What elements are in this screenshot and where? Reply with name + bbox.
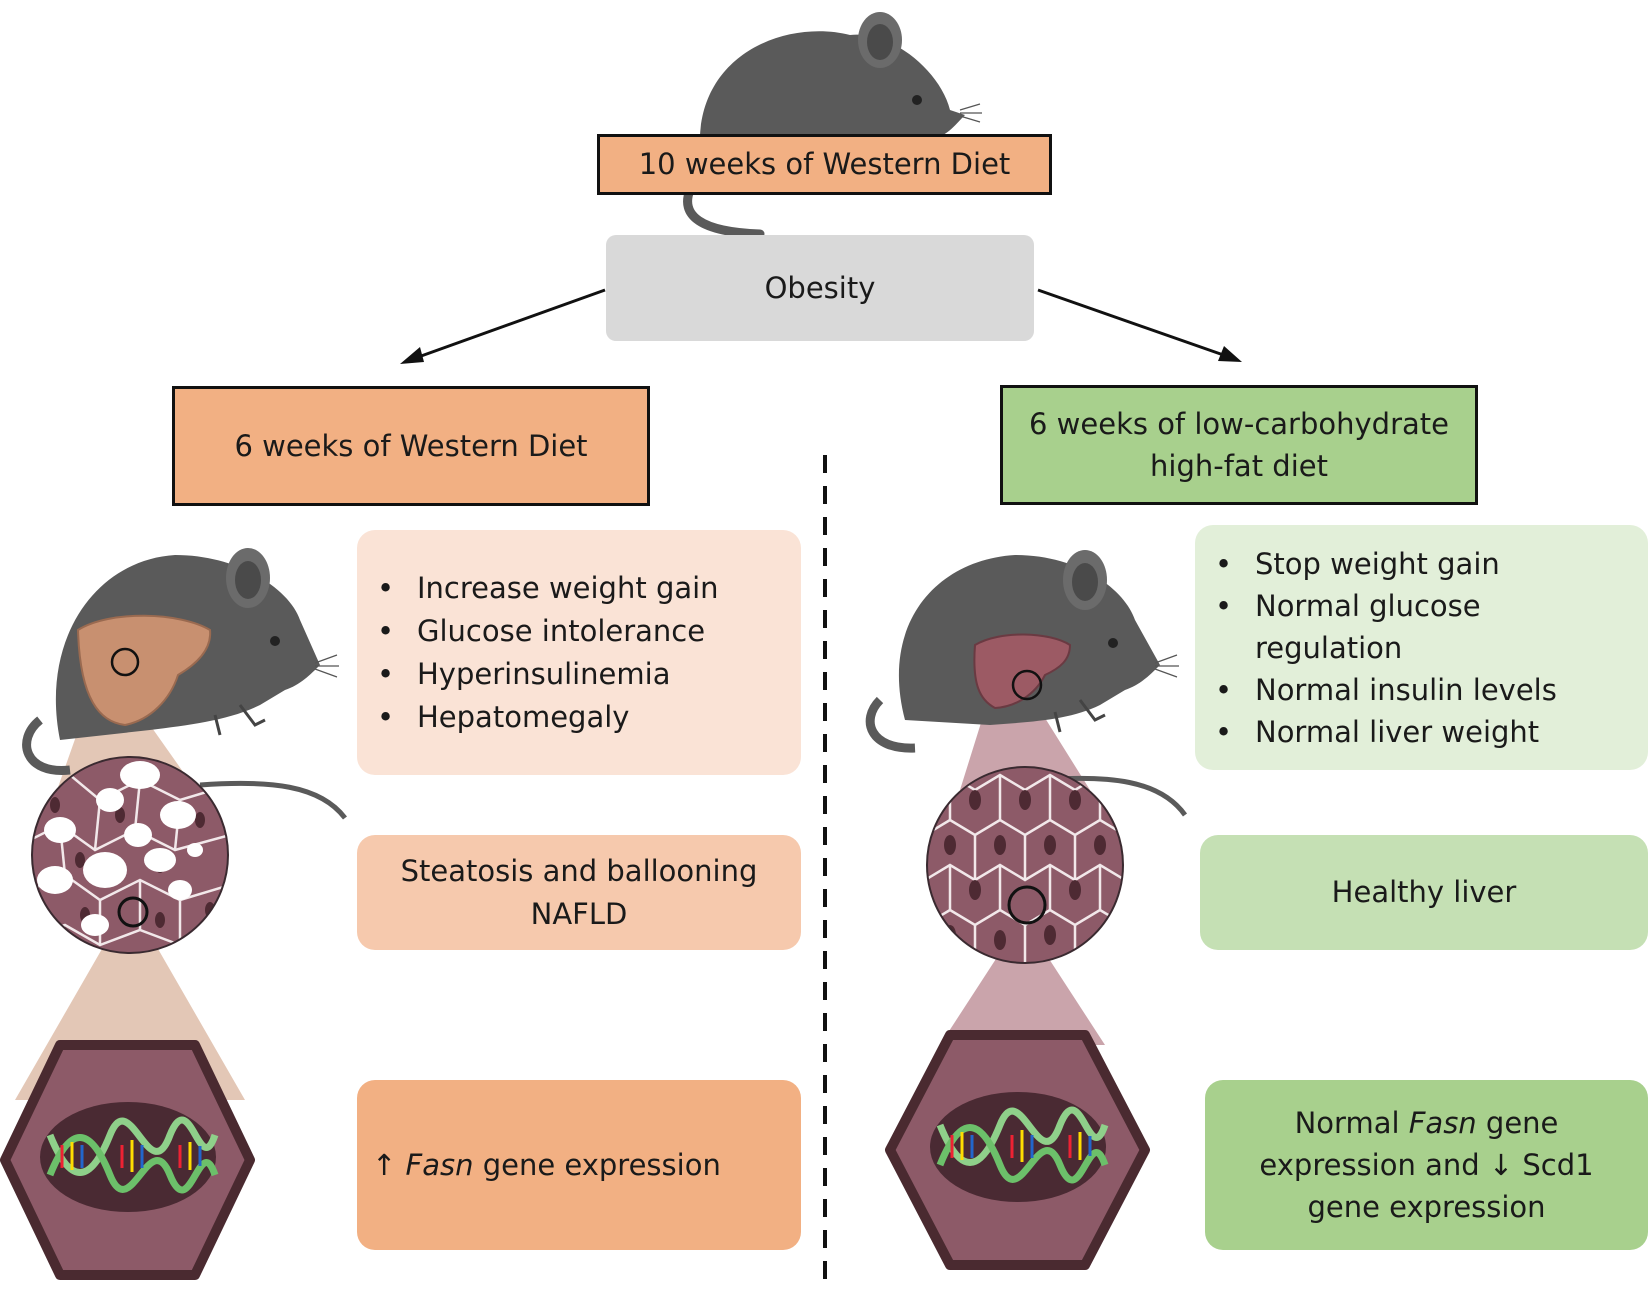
right-effect-item: Normal glucose regulation [1215, 585, 1648, 669]
up-arrow-icon: ↑ [372, 1147, 406, 1182]
right-gene-box: Normal Fasn gene expression and ↓ Scd1 g… [1205, 1080, 1648, 1250]
left-diet-header: 6 weeks of Western Diet [172, 386, 650, 506]
left-gene-text: ↑ Fasn gene expression [372, 1144, 721, 1186]
right-diet-header: 6 weeks of low-carbohydrate high-fat die… [1000, 385, 1478, 505]
right-effects-box: Stop weight gain Normal glucose regulati… [1195, 525, 1648, 770]
obesity-box: Obesity [606, 235, 1034, 341]
obesity-label: Obesity [764, 270, 876, 305]
liver-icon [76, 614, 212, 727]
arrow-icon [400, 288, 1242, 364]
gene-name: Fasn [1408, 1105, 1477, 1140]
right-gene-line2: expression and ↓ Scd1 [1259, 1147, 1594, 1182]
gene-name: Fasn [405, 1147, 474, 1182]
mouse-icon [683, 12, 982, 239]
dna-icon [885, 1030, 1150, 1270]
left-effects-list: Increase weight gain Glucose intolerance… [357, 567, 801, 739]
right-gene-suffix: gene [1476, 1105, 1559, 1140]
left-effect-item: Hepatomegaly [377, 696, 801, 739]
right-gene-line3: gene expression [1307, 1190, 1546, 1225]
right-diet-label-line1: 6 weeks of low-carbohydrate [1029, 406, 1449, 441]
left-histology-line1: Steatosis and ballooning [400, 854, 758, 889]
liver-icon [973, 633, 1072, 710]
right-effect-item: Normal insulin levels [1215, 669, 1648, 711]
right-diet-label-line2: high-fat diet [1150, 449, 1328, 483]
left-effect-item: Increase weight gain [377, 567, 801, 610]
tissue-icon [31, 756, 229, 954]
left-effects-box: Increase weight gain Glucose intolerance… [357, 530, 801, 775]
right-histology-label: Healthy liver [1331, 875, 1517, 910]
top-diet-box: 10 weeks of Western Diet [597, 134, 1052, 195]
left-diet-label: 6 weeks of Western Diet [234, 428, 588, 463]
left-histology-line2: NAFLD [530, 896, 628, 931]
dna-icon [0, 1040, 255, 1280]
right-gene-prefix: Normal [1294, 1105, 1409, 1140]
top-diet-label: 10 weeks of Western Diet [638, 147, 1011, 182]
right-effects-list: Stop weight gain Normal glucose regulati… [1195, 543, 1648, 753]
right-effect-item: Stop weight gain [1215, 543, 1648, 585]
right-effect-text: Normal glucose [1255, 588, 1481, 623]
left-effect-item: Glucose intolerance [377, 610, 801, 653]
left-gene-suffix: gene expression [473, 1147, 721, 1182]
right-histology-box: Healthy liver [1200, 835, 1648, 950]
left-gene-box: ↑ Fasn gene expression [357, 1080, 801, 1250]
left-histology-box: Steatosis and ballooning NAFLD [357, 835, 801, 950]
left-effect-item: Hyperinsulinemia [377, 653, 801, 696]
tissue-icon [926, 766, 1124, 964]
right-effect-text: regulation [1255, 630, 1403, 665]
right-effect-item: Normal liver weight [1215, 711, 1648, 753]
right-gene-line1: Normal Fasn gene [1295, 1102, 1559, 1144]
